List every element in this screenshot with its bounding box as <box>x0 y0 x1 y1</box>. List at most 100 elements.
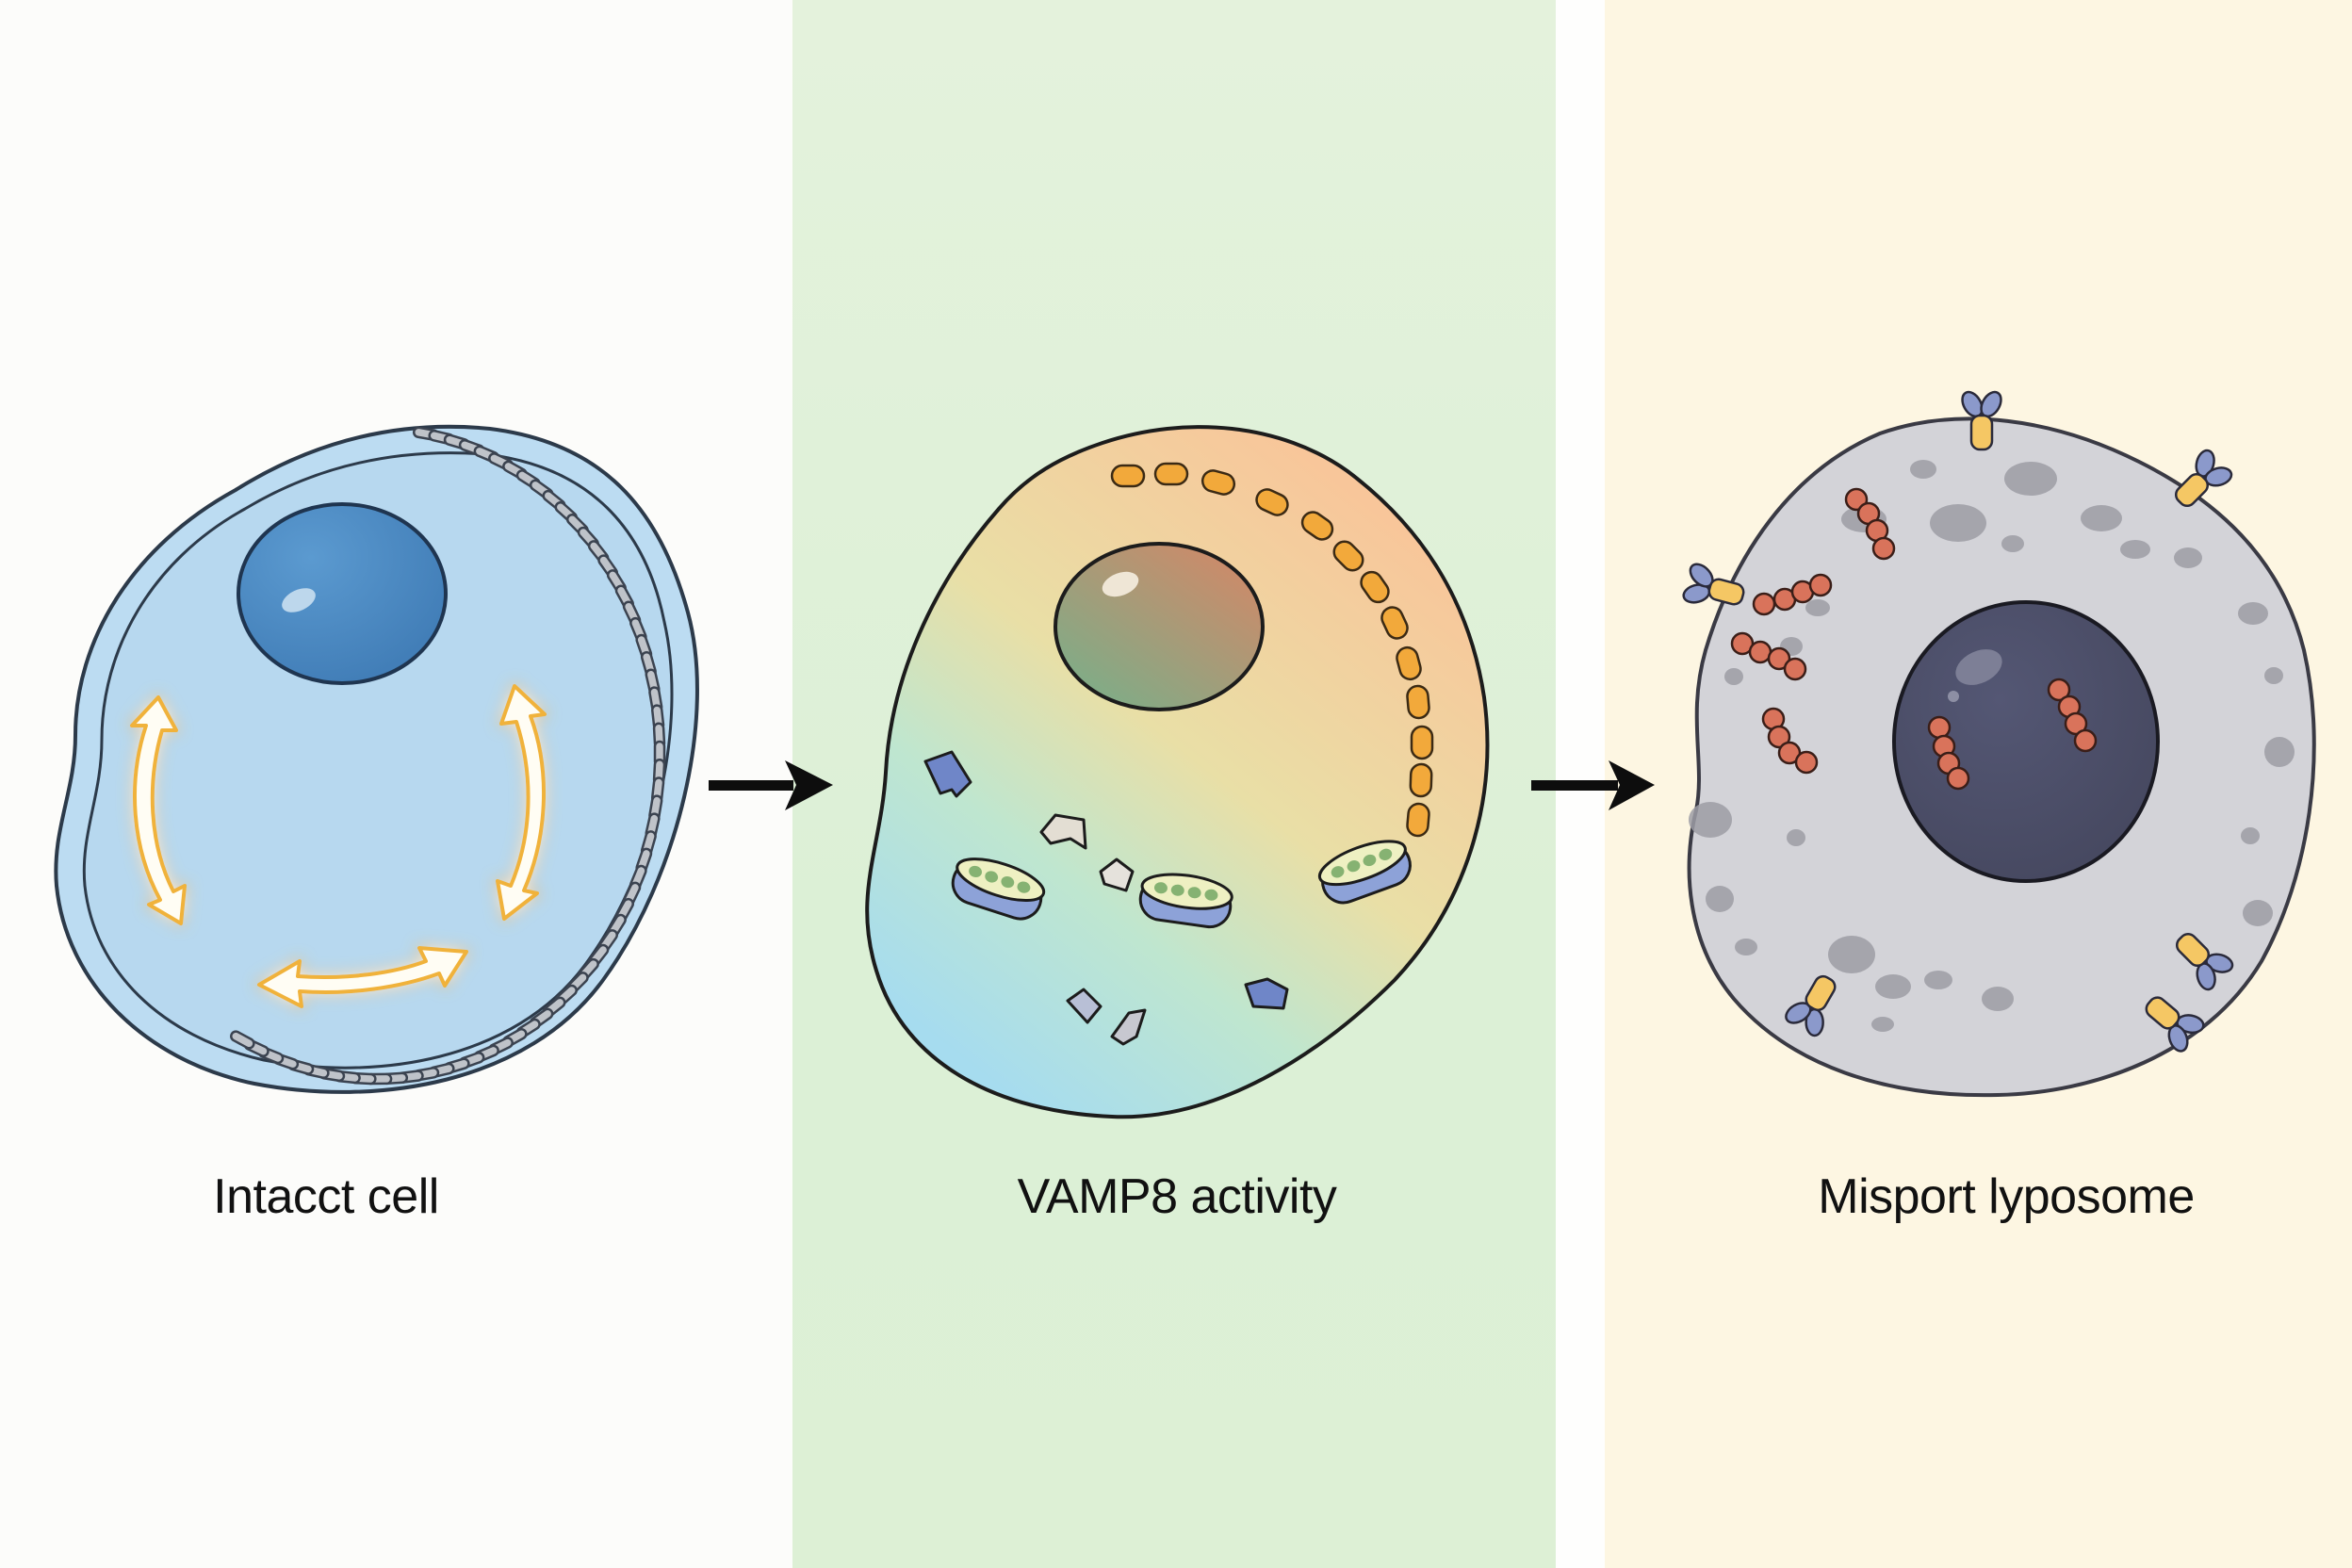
flow-arrows <box>130 684 547 1008</box>
arrow-right-icon <box>709 760 833 810</box>
granule <box>1735 939 1757 956</box>
receptor-body <box>2175 932 2211 968</box>
bacterium <box>1761 707 1819 775</box>
mito-crista <box>1379 848 1393 860</box>
vesicle <box>1153 462 1189 486</box>
vesicle <box>1409 762 1433 798</box>
receptor <box>1961 390 2002 451</box>
nucleus <box>237 502 448 685</box>
granule <box>1875 974 1911 999</box>
double-arrow-bottom-icon <box>257 946 468 1008</box>
nucleus-highlight <box>1955 649 2002 685</box>
receptor-body <box>2174 472 2210 508</box>
receptor <box>1682 563 1745 606</box>
bacterium-segment <box>1927 715 1952 740</box>
bacterium <box>1927 715 1970 791</box>
vesicle <box>1300 511 1334 541</box>
receptor <box>2145 996 2205 1053</box>
granule <box>2264 737 2295 767</box>
mito-crista <box>1170 884 1184 896</box>
vesicle <box>1360 570 1390 604</box>
fragment <box>1039 813 1087 850</box>
mito-crista <box>985 871 999 883</box>
bacterium-segment <box>2073 728 2098 753</box>
vesicle <box>1410 725 1434 760</box>
receptors <box>1682 390 2234 1053</box>
mito-crista <box>1017 881 1031 893</box>
mitochondrion <box>1317 840 1412 905</box>
misport-cell <box>1682 390 2316 1098</box>
vesicle <box>1380 606 1409 640</box>
granule <box>2243 900 2273 926</box>
receptor-body <box>2145 996 2180 1030</box>
vesicle <box>1110 464 1146 488</box>
cell-membrane <box>865 425 1490 1119</box>
vesicle <box>1406 802 1430 838</box>
granule <box>1706 886 1734 912</box>
granule <box>2241 827 2260 844</box>
vesicle <box>1200 469 1236 496</box>
vesicle <box>1332 540 1364 572</box>
mitochondrion <box>951 858 1046 921</box>
granule <box>1689 802 1732 838</box>
fragment <box>1066 988 1102 1024</box>
bacteria <box>1730 487 2098 791</box>
granule <box>2174 547 2202 568</box>
receptor <box>2174 449 2233 508</box>
granule <box>1724 668 1743 685</box>
bacterium-segment <box>1871 536 1896 561</box>
granule <box>1924 971 1952 989</box>
granule <box>1805 599 1830 616</box>
receptor-body <box>1707 578 1745 606</box>
nucleus-highlight <box>1102 571 1139 597</box>
mito-crista <box>1001 875 1015 889</box>
mito-crista <box>1331 866 1345 878</box>
vesicle <box>1255 488 1289 516</box>
fragment <box>1244 977 1289 1010</box>
receptor-body <box>1969 414 1994 451</box>
receptor <box>2175 932 2234 991</box>
granule <box>2238 602 2268 625</box>
vesicle-chain <box>1110 462 1434 838</box>
receptor <box>1785 974 1837 1037</box>
inner-membrane <box>82 451 674 1070</box>
granule <box>2004 462 2057 496</box>
label-vamp8-activity: VAMP8 activity <box>1017 1169 1337 1224</box>
vesicle <box>1396 645 1422 681</box>
bacterium <box>1752 573 1833 616</box>
granule <box>1787 829 1805 846</box>
label-intact-cell: Intacct cell <box>213 1169 439 1224</box>
nucleus <box>1054 542 1265 711</box>
ion-channels <box>230 426 666 1086</box>
mito-crista <box>1187 887 1201 899</box>
double-arrow-left-icon <box>130 695 187 925</box>
fragment <box>1099 858 1135 892</box>
granule <box>1871 1017 1894 1032</box>
label-misport-lyposome: Misport lyposome <box>1818 1169 2195 1224</box>
vamp8-cell <box>865 425 1490 1119</box>
fragment <box>923 750 972 798</box>
mitochondrion <box>1138 873 1233 929</box>
mitochondria <box>951 840 1412 929</box>
granule <box>2264 667 2283 684</box>
granule <box>2120 540 2150 559</box>
granule <box>2081 505 2122 531</box>
fragment <box>1110 1008 1147 1046</box>
bacterium-segment <box>1752 592 1776 616</box>
bacterium <box>2047 678 2098 753</box>
bacterium-segment <box>1808 573 1833 597</box>
intact-cell <box>54 424 699 1094</box>
arrow-right-icon <box>1531 760 1655 810</box>
nucleus-highlight <box>282 588 316 612</box>
bacterium <box>1730 631 1807 681</box>
mito-crista <box>969 865 982 878</box>
granule <box>1982 987 2014 1011</box>
receptor-body <box>1805 974 1837 1012</box>
bacterium <box>1844 487 1896 561</box>
mito-crista <box>1347 860 1361 873</box>
bacterium-segment <box>1783 657 1807 681</box>
granule <box>2001 535 2024 552</box>
mito-crista <box>1363 854 1377 867</box>
granule <box>1828 936 1875 973</box>
